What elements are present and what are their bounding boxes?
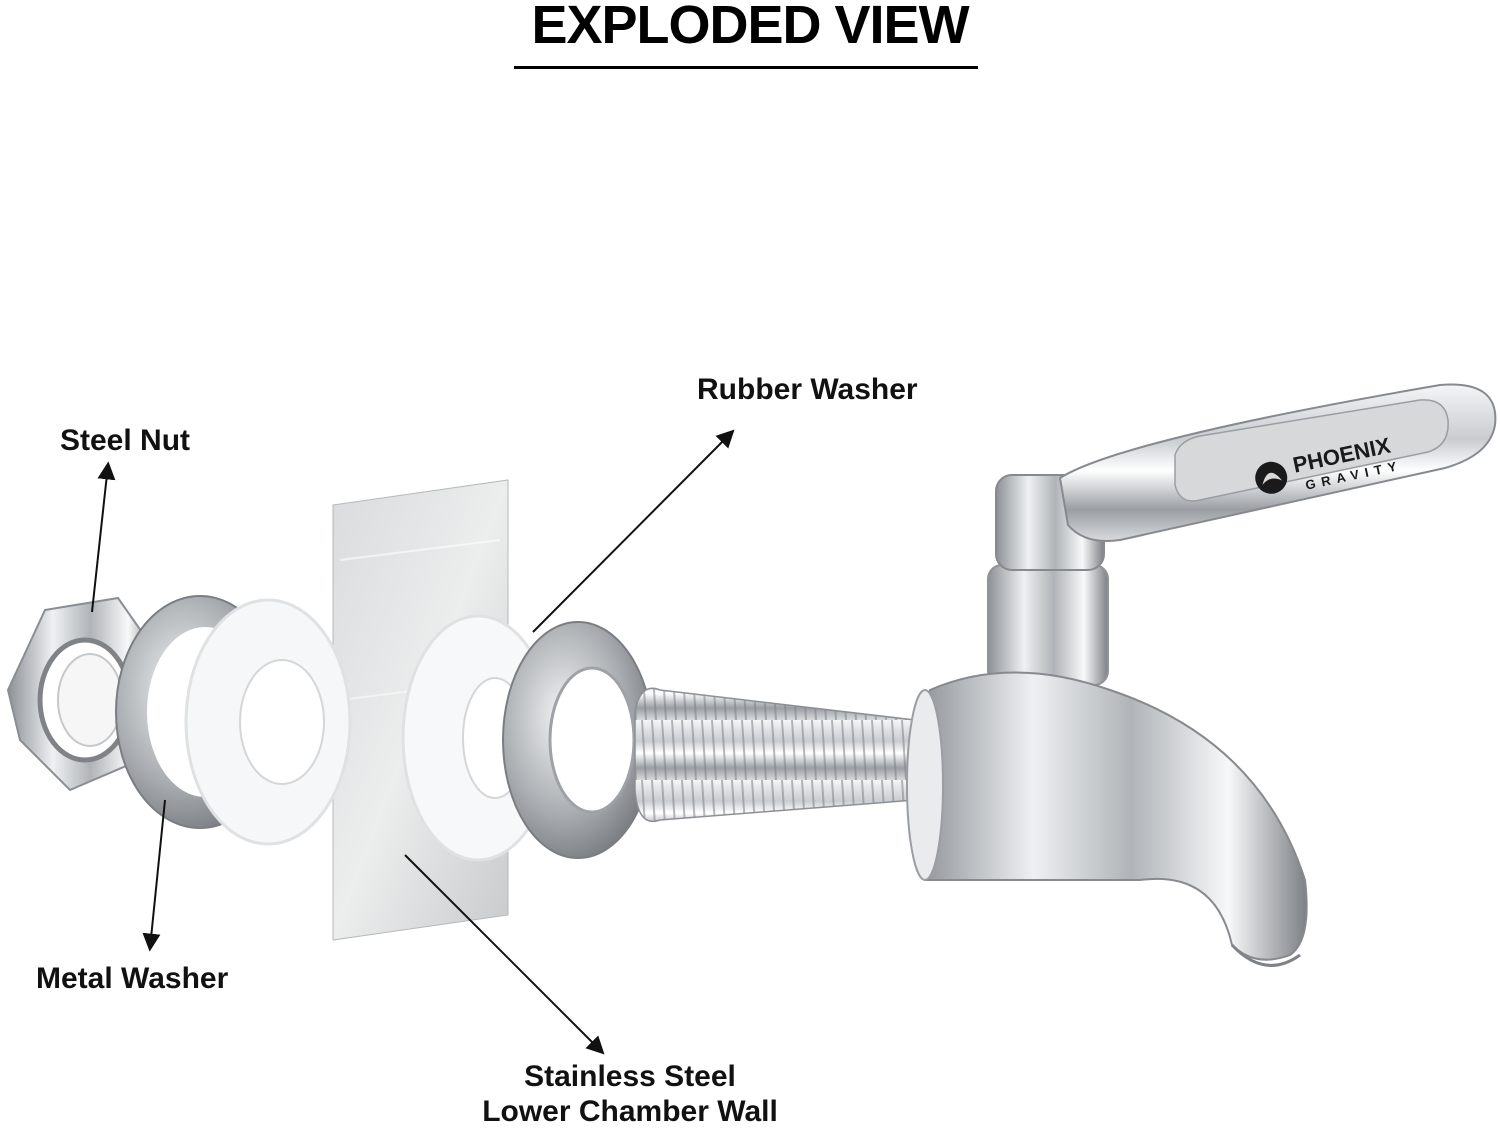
- steel-nut-label: Steel Nut: [60, 424, 191, 457]
- metal-washer-right-part: [502, 621, 654, 859]
- chamber-wall-arrow: [404, 854, 605, 1055]
- metal-washer-label: Metal Washer: [36, 962, 229, 995]
- rubber-washer-left-part: [184, 598, 352, 846]
- steel-nut-arrow: [91, 461, 116, 613]
- page-title: EXPLODED VIEW: [531, 0, 969, 55]
- rubber-washer-label: Rubber Washer: [697, 373, 918, 406]
- chamber-wall-label: Stainless Steel Lower Chamber Wall: [430, 1060, 830, 1129]
- title-underline: [514, 66, 978, 69]
- chamber-wall-label-line1: Stainless Steel: [524, 1060, 736, 1093]
- chamber-wall-label-line2: Lower Chamber Wall: [482, 1094, 778, 1128]
- faucet-body-part: [906, 564, 1308, 967]
- lever-handle-part: [995, 383, 1497, 571]
- metal-washer-arrow: [142, 799, 166, 952]
- threaded-shank-part: [634, 687, 916, 823]
- rubber-washer-arrow: [532, 429, 735, 633]
